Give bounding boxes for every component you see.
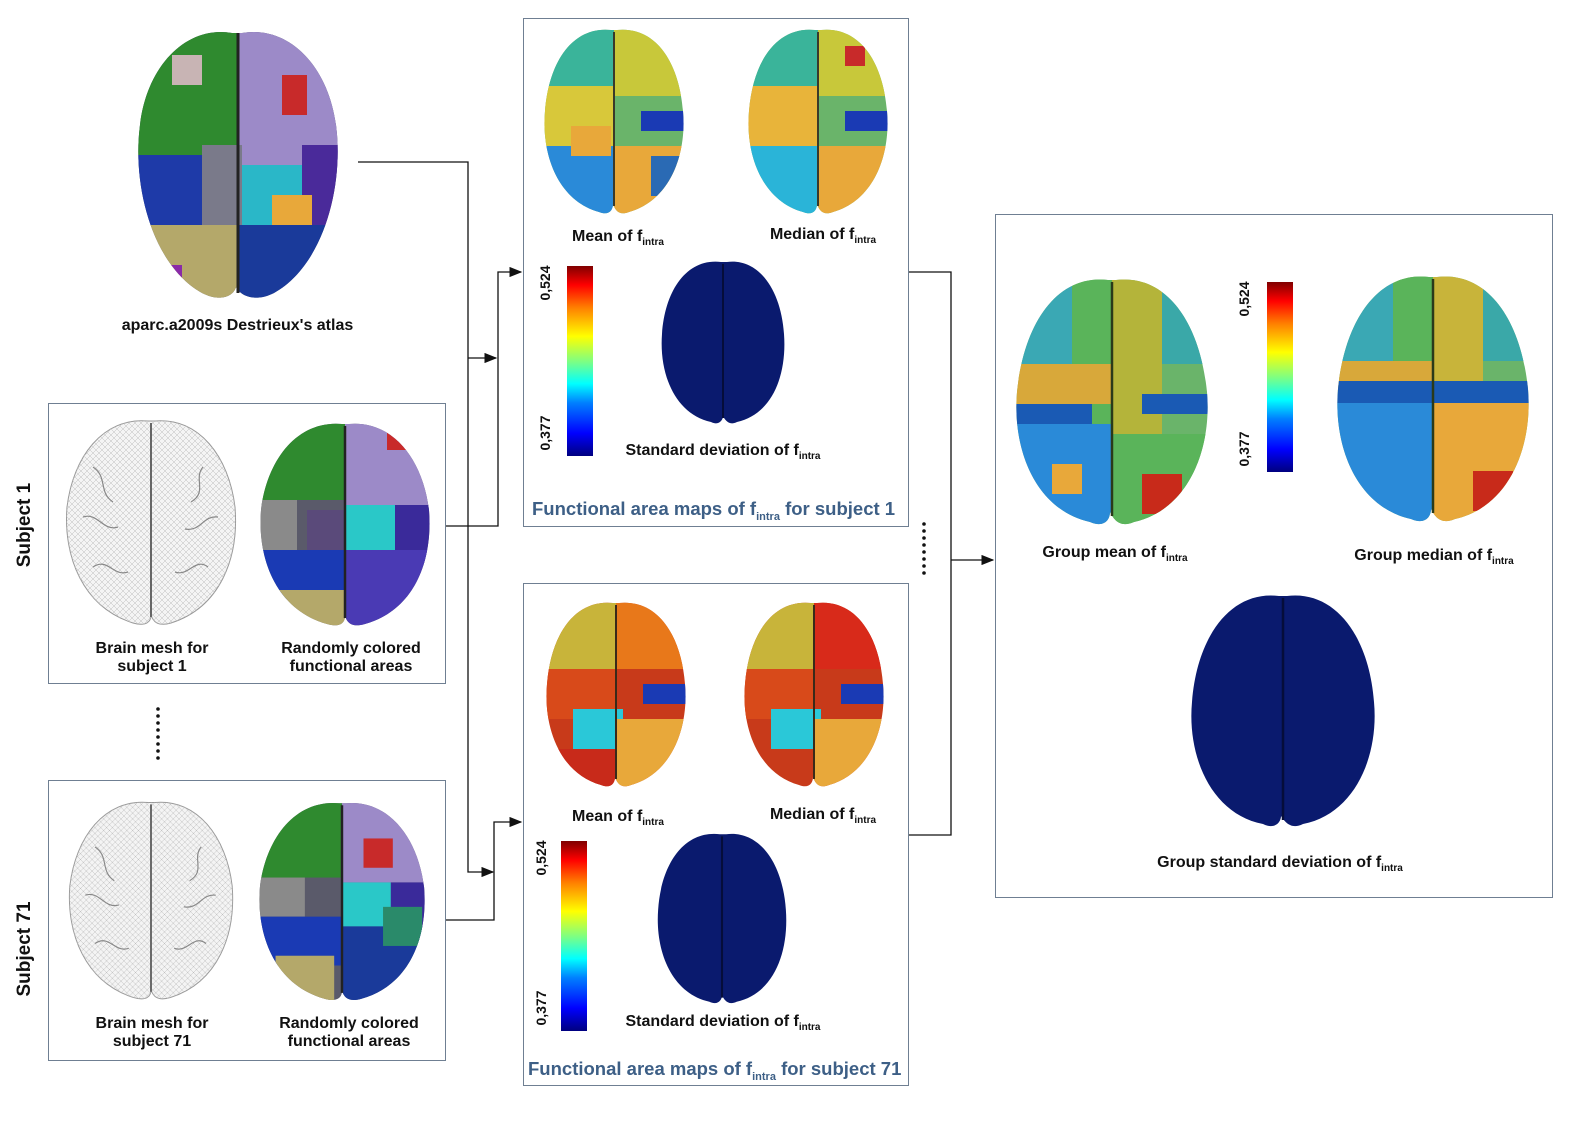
subject1-median-prefix: Median of f [769,226,855,243]
subject1-median-map-image [748,29,888,214]
subject1-title-prefix: Functional area maps of f [532,498,757,519]
subject1-colorbar-min: 0,377 [537,415,553,451]
subject1-areas-label-line1: Randomly colored [281,640,421,657]
subject71-areas-label-line1: Randomly colored [279,1015,419,1032]
subject71-mesh-label-line1: Brain mesh for [95,1015,209,1032]
group-mean-map-image [1016,279,1208,525]
group-std-subscript: intra [1381,863,1403,874]
subject1-areas-image [260,423,430,626]
subject71-mesh-image [68,801,234,1000]
subject1-areas-label-line2: functional areas [289,658,413,675]
subject71-mean-subscript: intra [642,817,664,828]
subject71-median-label: Median of fintra [748,806,898,830]
subject71-colorbar [561,841,587,1031]
subject71-std-subscript: intra [798,1022,821,1033]
group-colorbar-min: 0,377 [1236,431,1252,467]
group-median-map-image [1337,276,1529,522]
subject71-areas-label-line2: functional areas [287,1033,411,1050]
subject71-mean-map-image [546,602,686,787]
subject71-colorbar-max: 0,524 [533,840,549,876]
subject71-mesh-label-line2: subject 71 [112,1033,192,1050]
subject1-std-map-image [661,261,785,424]
subject71-std-map-image [657,833,787,1004]
group-mean-label: Group mean of fintra [1030,544,1200,568]
group-median-subscript: intra [1492,556,1514,567]
subject1-colorbar [567,266,593,456]
subject71-median-map-image [744,602,884,787]
subject1-mesh-label-line1: Brain mesh for [95,640,209,657]
group-colorbar-max: 0,524 [1236,281,1252,317]
group-std-prefix: Group standard deviation of f [1157,854,1382,871]
subject71-title-subscript: intra [752,1071,776,1083]
group-mean-subscript: intra [1165,553,1188,564]
group-median-prefix: Group median of f [1354,547,1493,564]
subject1-title-subscript: intra [756,511,780,523]
subject1-mesh-label: Brain mesh for subject 1 [72,640,232,676]
atlas-to-s71-wire [358,161,495,878]
subject1-mean-prefix: Mean of f [572,228,643,245]
subject71-title-prefix: Functional area maps of f [528,1058,753,1079]
subject71-mean-prefix: Mean of f [572,808,643,825]
subject1-title-suffix: for subject 1 [779,498,896,519]
group-median-label: Group median of fintra [1344,547,1524,571]
subject1-mesh-label-line2: subject 1 [117,658,187,675]
group-colorbar [1267,282,1293,472]
subject1-std-label: Standard deviation of fintra [618,442,828,466]
subject71-colorbar-min: 0,377 [533,990,549,1026]
group-std-label: Group standard deviation of fintra [1140,854,1420,878]
subject71-areas-label: Randomly colored functional areas [260,1015,438,1051]
subject71-mean-label: Mean of fintra [548,808,688,832]
subject1-areas-label: Randomly colored functional areas [262,640,440,676]
maps-merge-wire [909,271,952,836]
subject71-median-subscript: intra [854,815,877,826]
subject71-side-label: Subject 71 [14,901,35,997]
subject1-maps-title: Functional area maps of fintra for subje… [532,498,895,523]
subject1-median-label: Median of fintra [748,226,898,250]
subject71-areas-image [259,803,425,1000]
subject1-mean-map-image [544,29,684,214]
atlas-brain-image [138,31,338,298]
group-std-map-image [1191,595,1375,827]
maps-ellipsis [922,522,926,575]
subject1-mean-label: Mean of fintra [548,228,688,252]
subject1-median-subscript: intra [854,235,877,246]
subject71-std-label: Standard deviation of fintra [618,1013,828,1037]
subject1-colorbar-max: 0,524 [537,265,553,301]
subject1-std-subscript: intra [798,451,821,462]
s1-to-map1-wire [446,266,523,527]
subject1-mesh-image [66,420,237,625]
subject1-side-label: Subject 1 [14,482,35,568]
subject1-std-prefix: Standard deviation of f [625,442,799,459]
subject71-std-prefix: Standard deviation of f [625,1013,799,1030]
subject71-mesh-label: Brain mesh for subject 71 [72,1015,232,1051]
group-mean-prefix: Group mean of f [1042,544,1166,561]
atlas-label: aparc.a2009s Destrieux's atlas [121,317,354,334]
subject71-title-suffix: for subject 71 [775,1058,902,1079]
subject71-maps-title: Functional area maps of fintra for subje… [528,1058,901,1083]
subject71-median-prefix: Median of f [769,806,855,823]
subject1-mean-subscript: intra [642,237,664,248]
s71-to-map71-wire [446,816,523,921]
subjects-ellipsis [156,707,160,760]
